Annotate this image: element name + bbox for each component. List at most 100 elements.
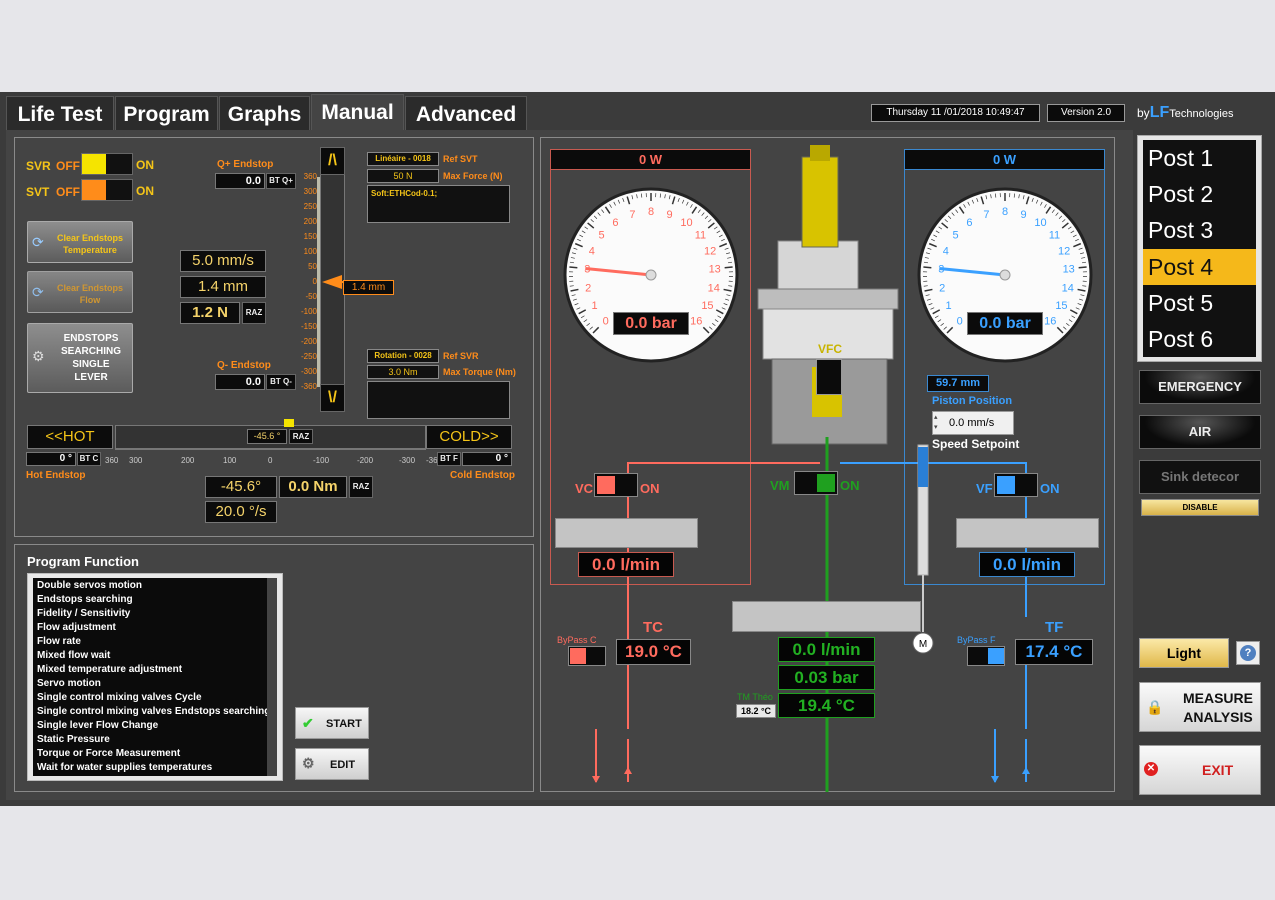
start-button[interactable]: ✔ START xyxy=(295,707,369,739)
tab-graphs[interactable]: Graphs xyxy=(219,96,310,130)
program-list-item[interactable]: Mixed temperature adjustment xyxy=(37,664,183,675)
vfc-valve[interactable] xyxy=(816,359,842,395)
cold-gauge-tick-mark xyxy=(923,261,929,264)
rotation-scale-tick: -200 xyxy=(357,456,374,465)
program-list-item[interactable]: Fidelity / Sensitivity xyxy=(37,608,131,619)
vf-valve-toggle[interactable] xyxy=(994,473,1038,497)
endstops-searching-single-lever-button[interactable]: ⚙ ENDSTOPS SEARCHING SINGLE LEVER xyxy=(27,323,133,393)
measure-analysis-button[interactable]: 🔒 MEASURE ANALYSIS xyxy=(1139,682,1261,732)
program-list-item[interactable]: Servo motion xyxy=(37,678,101,689)
bt-c-button[interactable]: BT C xyxy=(77,452,101,466)
program-list-item[interactable]: Endstops searching xyxy=(37,594,133,605)
hot-flow-bar xyxy=(555,518,698,548)
rotation-scale-tick: -300 xyxy=(399,456,416,465)
program-list-item[interactable]: Double servos motion xyxy=(37,580,143,591)
endstops-label-1: ENDSTOPS xyxy=(63,333,119,344)
cold-gauge-tick-mark xyxy=(1040,201,1043,206)
tab-manual[interactable]: Manual xyxy=(311,94,404,130)
tab-advanced[interactable]: Advanced xyxy=(405,96,527,130)
cold-gauge-tick-mark xyxy=(930,307,935,310)
bt-q-plus-button[interactable]: BT Q+ xyxy=(266,173,296,189)
disable-button[interactable]: DISABLE xyxy=(1141,499,1259,516)
max-force-input[interactable]: 50 N xyxy=(367,169,439,183)
hot-gauge-tick-mark xyxy=(604,206,611,214)
post-item-2[interactable]: Post 2 xyxy=(1143,176,1256,213)
hot-gauge-tick-mark xyxy=(728,285,733,287)
mix-flow-bar xyxy=(732,601,921,632)
hot-pressure-gauge: 012345678910111213141516 xyxy=(563,187,739,363)
hot-gauge-tick-mark xyxy=(715,309,724,315)
clear-endstops-temperature-button[interactable]: ⟳ Clear Endstops Temperature xyxy=(27,221,133,263)
vm-valve-toggle[interactable] xyxy=(794,471,838,495)
tab-program[interactable]: Program xyxy=(115,96,218,130)
clear-endstops-flow-button[interactable]: ⟳ Clear Endstops Flow xyxy=(27,271,133,313)
ref-svr-select[interactable]: Rotation - 0028 xyxy=(367,349,439,363)
post-item-3[interactable]: Post 3 xyxy=(1143,212,1256,249)
light-button[interactable]: Light xyxy=(1139,638,1229,668)
program-list-item[interactable]: Single control mixing valves Cycle xyxy=(37,692,202,703)
tc-temperature-display: 19.0 °C xyxy=(616,639,691,665)
hot-button[interactable]: <<HOT xyxy=(27,425,113,449)
hot-gauge-tick-mark xyxy=(574,242,583,248)
bt-q-minus-button[interactable]: BT Q- xyxy=(266,374,296,390)
raz-torque-button[interactable]: RAZ xyxy=(349,476,373,498)
program-list-item[interactable]: Flow rate xyxy=(37,636,81,647)
bypass-c-toggle[interactable] xyxy=(568,646,606,666)
program-list-item[interactable]: Flow adjustment xyxy=(37,622,116,633)
program-list-item[interactable]: Single lever Flow Change xyxy=(37,720,159,731)
max-torque-input[interactable]: 3.0 Nm xyxy=(367,365,439,379)
speed-setpoint-input[interactable]: 0.0 mm/s xyxy=(932,411,1014,435)
position-pointer[interactable] xyxy=(322,275,342,289)
emergency-button[interactable]: EMERGENCY xyxy=(1139,370,1261,404)
svr-toggle[interactable] xyxy=(81,153,133,175)
edit-button[interactable]: ⚙ EDIT xyxy=(295,748,369,780)
program-list-item[interactable]: Wait for water supplies temperatures xyxy=(37,762,213,773)
vertical-scale-tick: -150 xyxy=(300,322,317,331)
program-list-item[interactable]: Single control mixing valves Endstops se… xyxy=(37,706,271,717)
post-item-1[interactable]: Post 1 xyxy=(1143,140,1256,177)
cold-gauge-tick-mark xyxy=(1081,257,1086,259)
cold-gauge-needle xyxy=(939,267,1006,277)
slider-up-button[interactable]: /\ xyxy=(320,147,345,175)
bt-f-button[interactable]: BT F xyxy=(437,452,461,466)
gear-icon: ⚙ xyxy=(302,755,315,771)
cold-button[interactable]: COLD>> xyxy=(426,425,512,449)
rotation-slider-thumb[interactable] xyxy=(284,419,294,427)
program-list-item[interactable]: Static Pressure xyxy=(37,734,110,745)
help-button[interactable]: ? xyxy=(1236,641,1260,665)
cold-gauge-tick-mark xyxy=(924,257,929,259)
speed-display: 5.0 mm/s xyxy=(180,250,266,272)
raz-rotation-button[interactable]: RAZ xyxy=(289,429,313,444)
program-list-scrollbar[interactable] xyxy=(267,578,277,776)
post-item-5[interactable]: Post 5 xyxy=(1143,284,1256,321)
hot-gauge-tick-mark xyxy=(613,201,616,206)
raz-force-button[interactable]: RAZ xyxy=(242,302,266,324)
tab-life-test[interactable]: Life Test xyxy=(6,96,114,130)
speed-stepper-icon[interactable]: ▴▾ xyxy=(934,414,938,431)
tf-label: TF xyxy=(1045,619,1064,636)
position-display: 1.4 mm xyxy=(180,276,266,298)
sink-detector-button[interactable]: Sink detecor xyxy=(1139,460,1261,494)
hot-endstop-label: Hot Endstop xyxy=(26,470,86,481)
refresh-icon: ⟳ xyxy=(32,284,44,300)
cold-gauge-tick-mark xyxy=(928,303,933,306)
cold-gauge-tick-mark xyxy=(1077,288,1086,292)
program-list-item[interactable]: Torque or Force Measurement xyxy=(37,748,181,759)
program-list-item[interactable]: Mixed flow wait xyxy=(37,650,111,661)
exit-button[interactable]: ✕ EXIT xyxy=(1139,745,1261,795)
hot-gauge-tick-mark xyxy=(577,238,581,242)
hot-gauge-tick-label: 6 xyxy=(612,217,618,229)
bypass-f-toggle[interactable] xyxy=(967,646,1005,666)
vertical-scale-tick: -50 xyxy=(305,292,317,301)
svt-toggle[interactable] xyxy=(81,179,133,201)
slider-down-button[interactable]: \/ xyxy=(320,384,345,412)
vc-toggle-knob xyxy=(597,476,615,494)
cold-gauge-tick-mark xyxy=(937,319,942,323)
post-item-4[interactable]: Post 4 xyxy=(1143,248,1256,285)
cold-gauge-tick-mark xyxy=(1025,196,1030,205)
vc-valve-toggle[interactable] xyxy=(594,473,638,497)
air-button[interactable]: AIR xyxy=(1139,415,1261,449)
ref-svt-select[interactable]: Linéaire - 0018 xyxy=(367,152,439,166)
post-item-6[interactable]: Post 6 xyxy=(1143,320,1256,358)
